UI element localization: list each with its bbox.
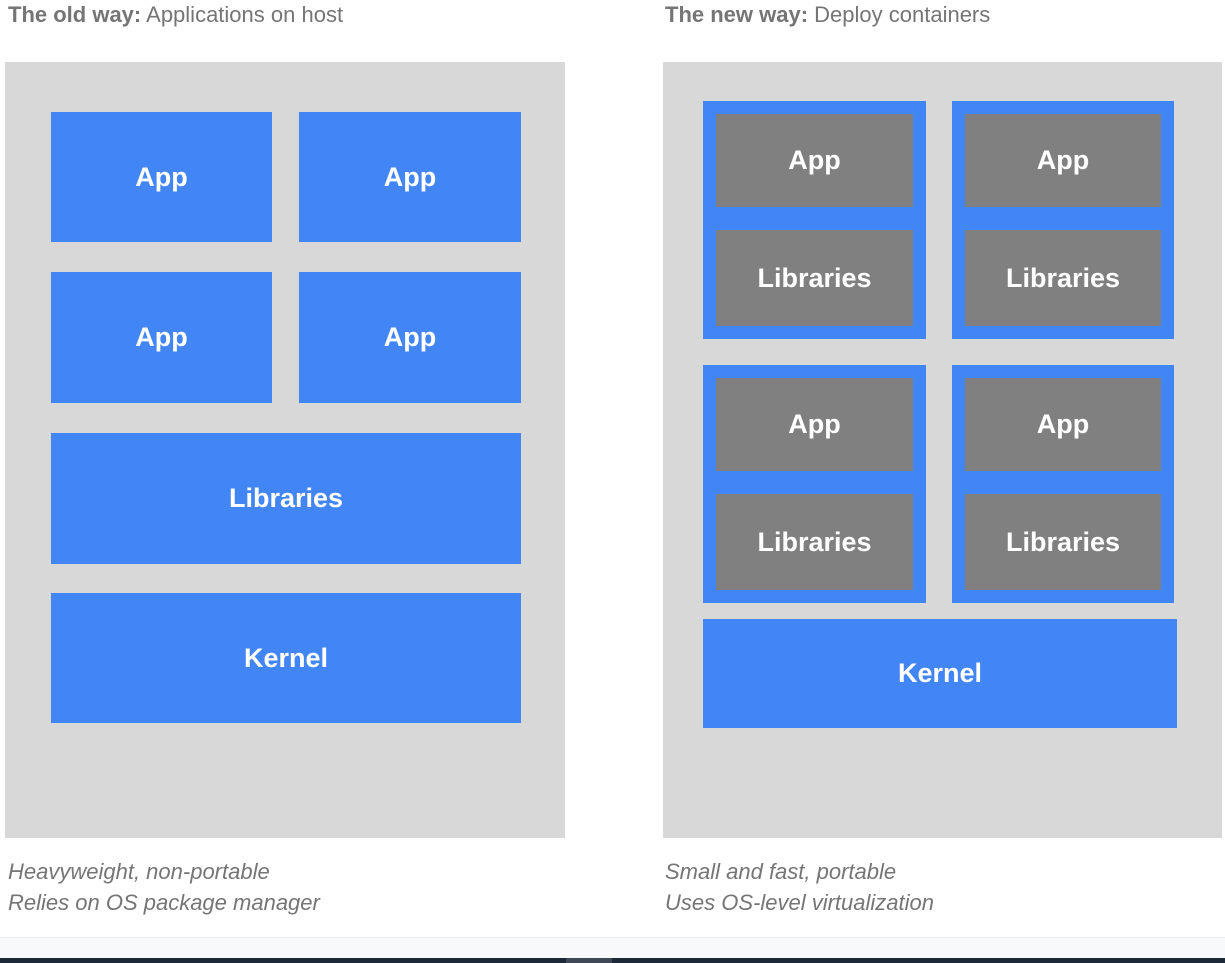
app-box: App xyxy=(51,272,272,403)
bottom-bar-segment xyxy=(566,958,612,963)
container-app-box: App xyxy=(965,378,1161,471)
old-way-title-rest: Applications on host xyxy=(141,2,344,27)
new-way-caption-line1: Small and fast, portable xyxy=(665,859,897,884)
container-box: App Libraries xyxy=(703,101,926,339)
old-way-title-bold: The old way: xyxy=(8,2,142,27)
container-box: App Libraries xyxy=(952,365,1174,603)
new-way-caption-line2: Uses OS-level virtualization xyxy=(665,890,934,915)
container-app-box: App xyxy=(965,114,1161,207)
new-way-host-panel: App Libraries App Libraries App Librarie… xyxy=(663,62,1222,838)
container-app-box: App xyxy=(716,114,913,207)
container-libraries-box: Libraries xyxy=(965,230,1161,326)
bottom-strip xyxy=(0,937,1225,958)
container-libraries-box: Libraries xyxy=(716,230,913,326)
old-way-host-panel: App App App App Libraries Kernel xyxy=(5,62,565,838)
container-box: App Libraries xyxy=(952,101,1174,339)
old-way-title: The old way: Applications on host xyxy=(8,2,343,28)
container-libraries-box: Libraries xyxy=(965,494,1161,590)
app-box: App xyxy=(51,112,272,242)
container-box: App Libraries xyxy=(703,365,926,603)
old-way-caption: Heavyweight, non-portable Relies on OS p… xyxy=(8,856,320,918)
new-way-caption: Small and fast, portable Uses OS-level v… xyxy=(665,856,934,918)
app-box: App xyxy=(299,272,521,403)
new-way-title: The new way: Deploy containers xyxy=(665,2,990,28)
container-libraries-box: Libraries xyxy=(716,494,913,590)
kernel-box: Kernel xyxy=(51,593,521,723)
app-box: App xyxy=(299,112,521,242)
old-way-caption-line1: Heavyweight, non-portable xyxy=(8,859,270,884)
new-way-title-rest: Deploy containers xyxy=(808,2,991,27)
libraries-box: Libraries xyxy=(51,433,521,564)
bottom-bar xyxy=(0,958,1225,963)
kernel-box: Kernel xyxy=(703,619,1177,728)
old-way-caption-line2: Relies on OS package manager xyxy=(8,890,320,915)
new-way-title-bold: The new way: xyxy=(665,2,809,27)
container-app-box: App xyxy=(716,378,913,471)
